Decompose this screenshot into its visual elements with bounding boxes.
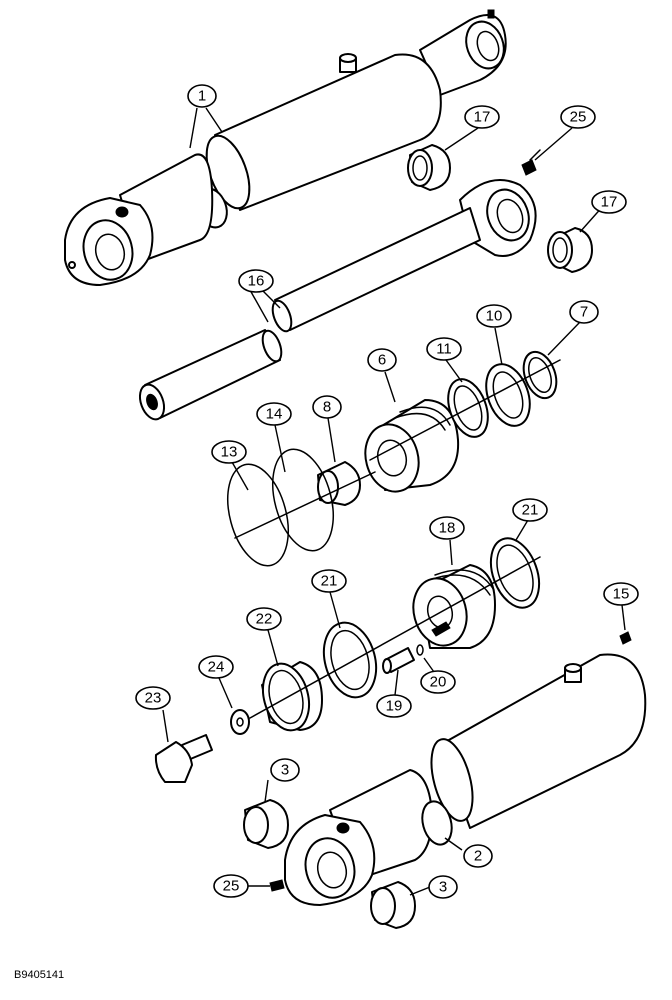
assembly-axis-line-lower bbox=[249, 556, 541, 719]
o-ring-20 bbox=[416, 644, 424, 656]
grease-fitting-25-lower bbox=[269, 879, 285, 892]
svg-text:23: 23 bbox=[145, 690, 162, 707]
svg-text:2: 2 bbox=[474, 848, 482, 865]
svg-text:17: 17 bbox=[474, 109, 491, 126]
svg-text:25: 25 bbox=[223, 878, 240, 895]
upper-cylinder-barrel bbox=[64, 9, 507, 286]
seal-21-left bbox=[322, 621, 378, 699]
callout-2: 2 bbox=[463, 844, 493, 868]
callout-13: 13 bbox=[211, 440, 247, 464]
callout-10: 10 bbox=[476, 304, 512, 328]
svg-text:7: 7 bbox=[580, 304, 588, 321]
svg-text:24: 24 bbox=[208, 659, 225, 676]
svg-text:3: 3 bbox=[439, 879, 447, 896]
svg-text:15: 15 bbox=[613, 586, 630, 603]
svg-text:8: 8 bbox=[323, 399, 331, 416]
svg-text:17: 17 bbox=[601, 194, 618, 211]
bolt-23 bbox=[154, 734, 213, 783]
svg-text:14: 14 bbox=[266, 406, 283, 423]
seal-7 bbox=[522, 350, 558, 400]
seal-10 bbox=[485, 363, 531, 427]
callout-3-lower: 3 bbox=[428, 875, 458, 899]
callout-19: 19 bbox=[376, 694, 412, 718]
svg-text:16: 16 bbox=[248, 273, 265, 290]
svg-text:21: 21 bbox=[321, 573, 338, 590]
piston-6 bbox=[364, 399, 460, 493]
callout-24: 24 bbox=[198, 655, 234, 679]
seal-ring-14 bbox=[272, 448, 334, 552]
callout-7: 7 bbox=[569, 300, 599, 324]
callout-1: 1 bbox=[187, 84, 217, 108]
callout-16: 16 bbox=[238, 269, 274, 293]
callout-11: 11 bbox=[426, 337, 462, 361]
piston-rod-16 bbox=[138, 179, 537, 421]
svg-text:19: 19 bbox=[386, 698, 403, 715]
svg-text:13: 13 bbox=[221, 444, 238, 461]
svg-text:20: 20 bbox=[430, 674, 447, 691]
bushing-17-upper bbox=[407, 144, 451, 191]
callout-3-upper: 3 bbox=[270, 758, 300, 782]
svg-text:18: 18 bbox=[439, 520, 456, 537]
bushing-3-lower bbox=[370, 881, 416, 929]
callout-21-right: 21 bbox=[512, 498, 548, 522]
leader-lines bbox=[162, 107, 626, 896]
wear-ring-8 bbox=[317, 461, 361, 506]
seal-21-right bbox=[489, 537, 541, 609]
callout-21-left: 21 bbox=[311, 569, 347, 593]
svg-text:10: 10 bbox=[486, 308, 503, 325]
callout-20: 20 bbox=[420, 670, 456, 694]
plug-19 bbox=[382, 647, 415, 674]
callout-18: 18 bbox=[429, 516, 465, 540]
washer-24 bbox=[230, 709, 250, 735]
bushing-17-lower bbox=[547, 227, 593, 273]
callout-17-lower: 17 bbox=[591, 190, 627, 214]
callout-25-lower: 25 bbox=[213, 874, 249, 898]
callout-22: 22 bbox=[246, 607, 282, 631]
wiper-22 bbox=[261, 661, 323, 732]
callout-15: 15 bbox=[603, 582, 639, 606]
callout-14: 14 bbox=[256, 402, 292, 426]
assembly-axis-line-upper bbox=[369, 359, 561, 461]
backup-ring-13 bbox=[227, 463, 289, 567]
figure-caption: B9405141 bbox=[14, 969, 64, 981]
callout-25-upper: 25 bbox=[560, 105, 596, 129]
svg-text:21: 21 bbox=[522, 502, 539, 519]
svg-text:22: 22 bbox=[256, 611, 273, 628]
svg-text:25: 25 bbox=[570, 109, 587, 126]
callout-23: 23 bbox=[135, 686, 171, 710]
callout-6: 6 bbox=[367, 348, 397, 372]
svg-text:3: 3 bbox=[281, 762, 289, 779]
lower-cylinder-barrel bbox=[284, 631, 647, 906]
svg-text:11: 11 bbox=[436, 341, 452, 358]
bushing-3-upper bbox=[243, 799, 289, 849]
grease-fitting-25-upper bbox=[521, 149, 541, 176]
assembly-axis-line-upper-left bbox=[234, 471, 376, 539]
svg-text:1: 1 bbox=[198, 88, 206, 105]
callout-8: 8 bbox=[312, 395, 342, 419]
gland-18 bbox=[412, 564, 496, 649]
svg-text:6: 6 bbox=[378, 352, 386, 369]
callout-17-upper: 17 bbox=[464, 105, 500, 129]
